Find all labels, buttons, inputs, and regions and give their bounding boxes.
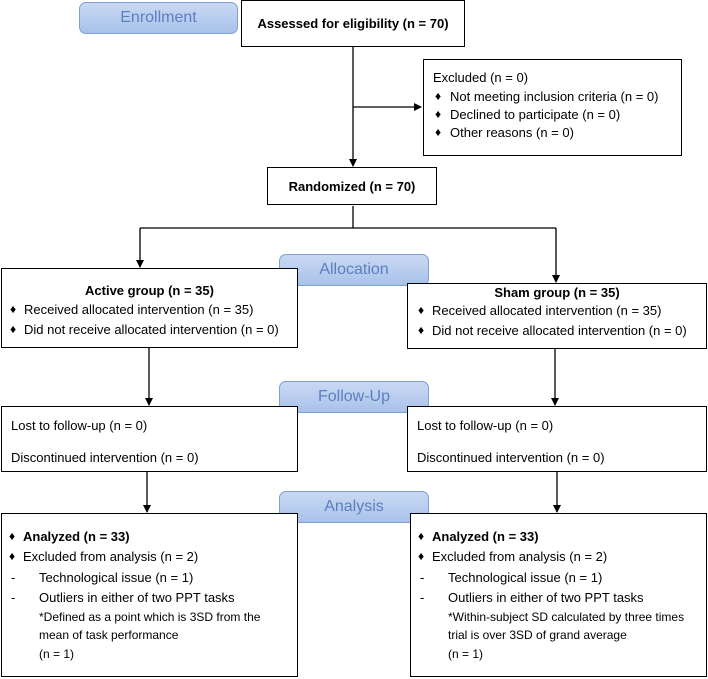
- active-analyzed: Analyzed (n = 33): [23, 529, 130, 544]
- bullet-icon: ♦: [435, 125, 442, 139]
- bullet-icon: ♦: [9, 549, 16, 563]
- sham-outlier-note: trial is over 3SD of grand average: [448, 628, 627, 642]
- sham-excluded-analysis: Excluded from analysis (n = 2): [432, 549, 608, 564]
- sham-tech-issue: Technological issue (n = 1): [448, 570, 603, 585]
- excluded-title: Excluded (n = 0): [433, 70, 529, 85]
- active-outliers: Outliers in either of two PPT tasks: [39, 590, 235, 605]
- randomized-box: Randomized (n = 70): [267, 167, 437, 205]
- excluded-item: Other reasons (n = 0): [450, 125, 574, 140]
- active-received: Received allocated intervention (n = 35): [24, 302, 254, 317]
- active-not-received: Did not receive allocated intervention (…: [24, 322, 279, 337]
- bullet-icon: ♦: [418, 303, 425, 317]
- active-followup-box: Lost to follow-up (n = 0) Discontinued i…: [1, 406, 298, 472]
- stage-followup: Follow-Up: [279, 381, 429, 413]
- sham-outliers: Outliers in either of two PPT tasks: [448, 590, 644, 605]
- sham-analysis-box: ♦ Analyzed (n = 33) ♦ Excluded from anal…: [410, 513, 707, 677]
- dash-icon: -: [11, 590, 16, 605]
- randomized-label: Randomized (n = 70): [288, 179, 416, 194]
- bullet-icon: ♦: [435, 89, 442, 103]
- sham-analyzed: Analyzed (n = 33): [432, 529, 539, 544]
- active-allocation-box: Active group (n = 35) ♦ Received allocat…: [1, 268, 298, 348]
- active-analysis-box: ♦ Analyzed (n = 33) ♦ Excluded from anal…: [1, 513, 298, 677]
- stage-allocation: Allocation: [279, 254, 429, 286]
- stage-enrollment: Enrollment: [79, 2, 238, 34]
- bullet-icon: ♦: [10, 302, 17, 316]
- sham-discontinued: Discontinued intervention (n = 0): [417, 450, 605, 465]
- stage-analysis: Analysis: [279, 491, 429, 523]
- excluded-item: Declined to participate (n = 0): [450, 107, 621, 122]
- active-excluded-analysis: Excluded from analysis (n = 2): [23, 549, 199, 564]
- bullet-icon: ♦: [9, 529, 16, 543]
- sham-outlier-note: *Within-subject SD calculated by three t…: [448, 610, 685, 624]
- bullet-icon: ♦: [435, 107, 442, 121]
- active-tech-issue: Technological issue (n = 1): [39, 570, 194, 585]
- bullet-icon: ♦: [418, 323, 425, 337]
- sham-outlier-count: (n = 1): [448, 647, 484, 661]
- active-discontinued: Discontinued intervention (n = 0): [11, 450, 199, 465]
- dash-icon: -: [11, 570, 16, 585]
- sham-title: Sham group (n = 35): [494, 285, 620, 300]
- active-title: Active group (n = 35): [85, 283, 214, 298]
- sham-allocation-box: Sham group (n = 35) ♦ Received allocated…: [407, 283, 707, 349]
- bullet-icon: ♦: [10, 322, 17, 336]
- excluded-item: Not meeting inclusion criteria (n = 0): [450, 89, 659, 104]
- active-outlier-note: mean of task performance: [39, 628, 179, 642]
- sham-not-received: Did not receive allocated intervention (…: [432, 323, 687, 338]
- excluded-box: Excluded (n = 0) ♦ Not meeting inclusion…: [423, 59, 682, 156]
- assessed-label: Assessed for eligibility (n = 70): [257, 16, 449, 31]
- bullet-icon: ♦: [418, 549, 425, 563]
- sham-received: Received allocated intervention (n = 35): [432, 303, 662, 318]
- dash-icon: -: [420, 590, 425, 605]
- assessed-box: Assessed for eligibility (n = 70): [241, 0, 465, 47]
- sham-lost: Lost to follow-up (n = 0): [417, 418, 554, 433]
- bullet-icon: ♦: [418, 529, 425, 543]
- active-outlier-note: *Defined as a point which is 3SD from th…: [39, 610, 261, 624]
- active-outlier-count: (n = 1): [39, 647, 75, 661]
- sham-followup-box: Lost to follow-up (n = 0) Discontinued i…: [407, 406, 707, 472]
- dash-icon: -: [420, 570, 425, 585]
- active-lost: Lost to follow-up (n = 0): [11, 418, 148, 433]
